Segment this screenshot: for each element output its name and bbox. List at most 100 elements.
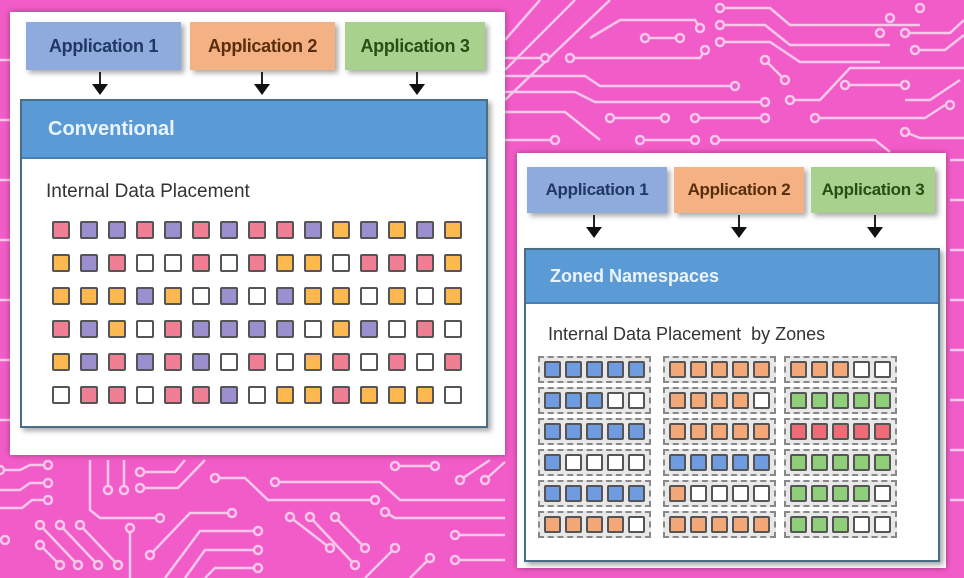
data-block [544,423,561,440]
data-block [811,454,828,471]
data-block [192,254,210,272]
data-block [732,454,749,471]
data-block [790,423,807,440]
data-block [732,516,749,533]
data-block [52,386,70,404]
data-block [628,361,645,378]
data-block [80,320,98,338]
data-block [388,386,406,404]
data-block [276,386,294,404]
data-block [565,392,582,409]
data-block [220,353,238,371]
data-block [80,386,98,404]
data-block [52,353,70,371]
data-block [416,254,434,272]
data-block [80,287,98,305]
conventional-subtitle: Internal Data Placement [46,181,250,202]
grid-row [52,386,462,404]
grid-row [52,287,462,305]
data-block [853,485,870,502]
data-block [332,386,350,404]
data-block [544,516,561,533]
data-block [332,254,350,272]
data-block [607,485,624,502]
data-block [628,516,645,533]
data-block [220,254,238,272]
data-block [669,392,686,409]
data-block [416,287,434,305]
data-block [669,485,686,502]
data-block [669,361,686,378]
data-block [586,516,603,533]
data-block [304,386,322,404]
data-block [586,361,603,378]
zoned-header: Zoned Namespaces [526,250,938,304]
data-block [732,361,749,378]
data-block [52,287,70,305]
data-block [607,423,624,440]
data-block [248,221,266,239]
data-block [416,386,434,404]
zone [784,480,897,507]
data-block [108,320,126,338]
conventional-header: Conventional [22,101,486,159]
conventional-box: Conventional Internal Data Placement [20,99,488,428]
data-block [192,221,210,239]
data-block [874,454,891,471]
data-block [811,423,828,440]
zone [663,480,776,507]
data-block [544,454,561,471]
data-block [304,221,322,239]
data-block [790,392,807,409]
data-block [164,386,182,404]
grid-row [52,353,462,371]
data-block [192,287,210,305]
data-block [874,392,891,409]
data-block [565,454,582,471]
data-block [811,485,828,502]
data-block [711,423,728,440]
data-block [164,254,182,272]
data-block [80,353,98,371]
app1-label: Application 1 [26,22,181,70]
data-block [711,361,728,378]
data-block [136,320,154,338]
data-block [192,320,210,338]
data-block [586,392,603,409]
data-block [832,392,849,409]
data-block [628,485,645,502]
data-block [628,392,645,409]
data-block [586,485,603,502]
data-block [136,221,154,239]
data-block [276,320,294,338]
data-block [753,454,770,471]
data-block [444,287,462,305]
data-block [586,423,603,440]
data-block [853,423,870,440]
data-block [711,516,728,533]
data-block [544,361,561,378]
data-block [276,353,294,371]
data-block [416,221,434,239]
grid-row [52,320,462,338]
zone [538,449,651,476]
data-block [192,353,210,371]
data-block [565,423,582,440]
data-block [832,516,849,533]
data-block [416,320,434,338]
data-block [811,392,828,409]
data-block [220,221,238,239]
data-block [52,254,70,272]
data-block [669,454,686,471]
data-block [164,221,182,239]
data-block [874,423,891,440]
data-block [690,392,707,409]
zone [663,418,776,445]
data-block [607,361,624,378]
data-block [388,287,406,305]
data-block [276,254,294,272]
data-block [136,353,154,371]
data-block [136,254,154,272]
data-block [248,386,266,404]
zone [538,387,651,414]
